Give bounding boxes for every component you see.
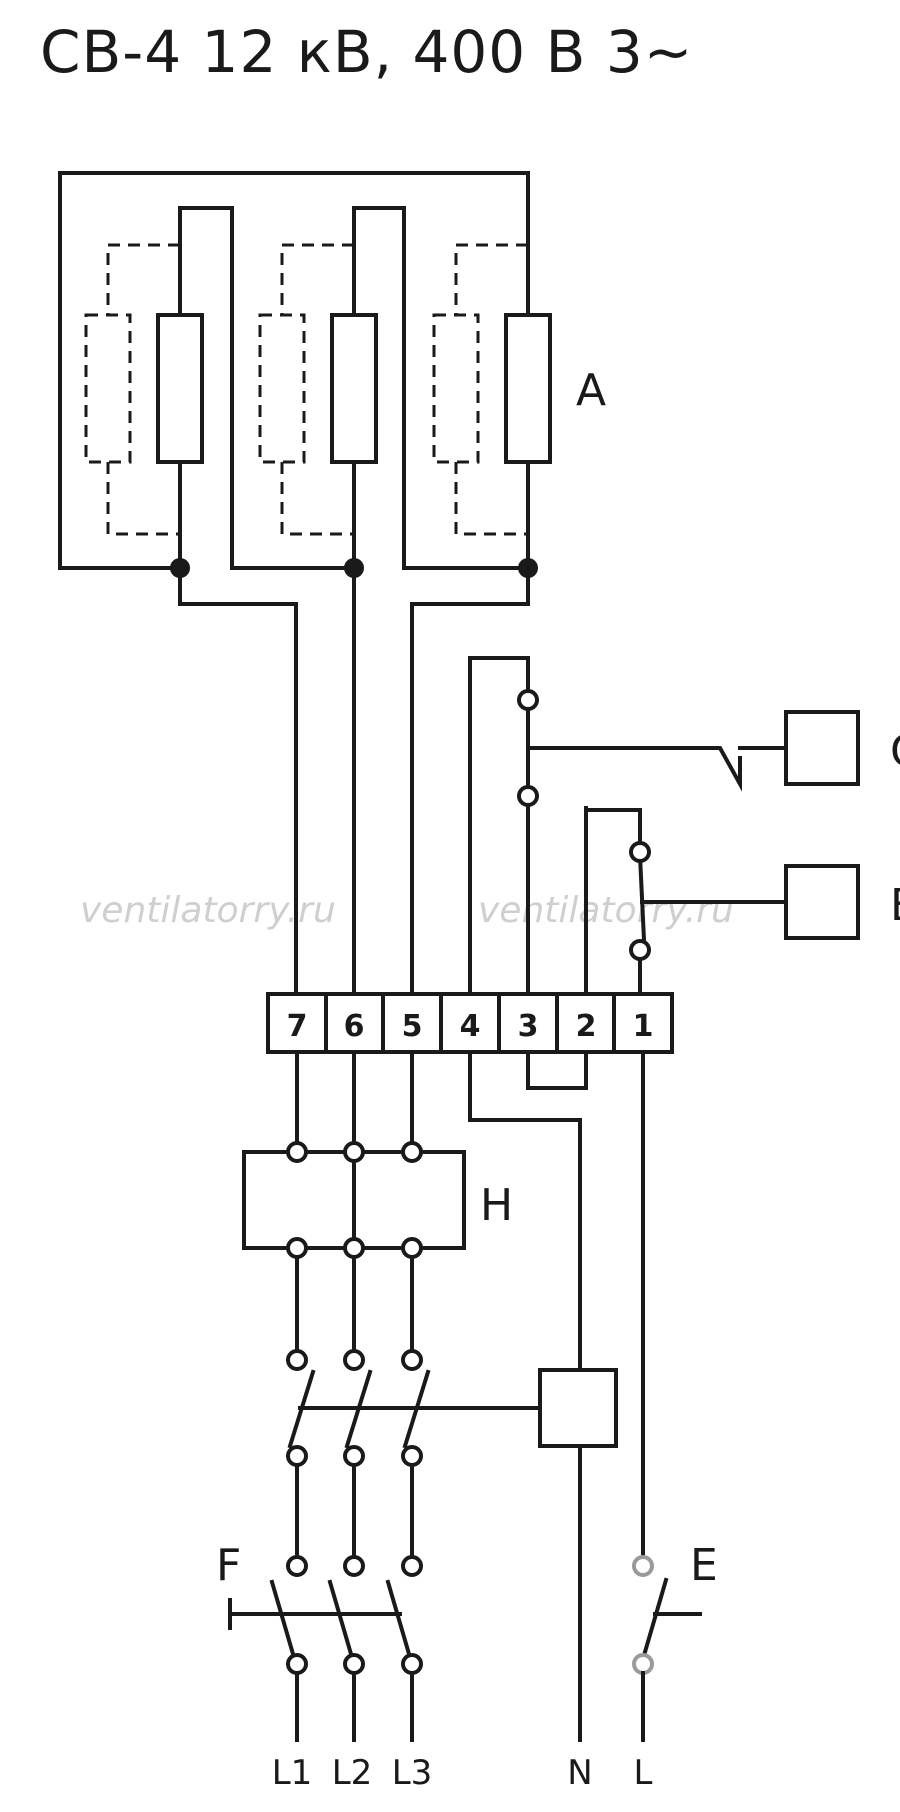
neutral-wire [468,1050,582,1372]
supply-label-l1: L1 [272,1753,313,1793]
diagram-title: СВ-4 12 кВ, 400 В 3~ [40,18,694,86]
thermal-contact-c [468,656,860,1018]
supply-label-n: N [567,1753,592,1793]
heater-label: A [576,365,606,416]
supply-label-l3: L3 [392,1753,433,1793]
supply-label-l2: L2 [332,1753,373,1793]
terminal-6: 6 [344,1009,365,1044]
terminal-5: 5 [402,1009,423,1044]
bridge-3-2 [526,1050,588,1090]
supply-wires [295,1444,582,1742]
circuit-breaker-f [228,1555,423,1675]
contact-b-label: B [890,880,900,931]
heater-block [58,171,552,578]
contact-c-label: C [890,726,900,777]
watermark-left: ventilatorry.ru [80,890,336,931]
switch-label: E [690,1540,718,1591]
watermark-right: ventilatorry.ru [478,890,734,931]
breaker-label: F [216,1540,241,1591]
terminal-4: 4 [460,1009,481,1044]
thermal-contact-b [584,806,860,1018]
wires-to-switches [295,1255,414,1352]
terminal-3: 3 [518,1009,539,1044]
contact-b-box [784,864,860,940]
contactor-h [242,1141,466,1259]
heater-element-2 [258,243,378,536]
terminal-1: 1 [633,1009,654,1044]
contactor-coil [538,1368,618,1448]
wires-to-breaker [295,1463,414,1558]
heater-element-3 [432,243,552,536]
terminal-7: 7 [287,1009,308,1044]
supply-label-l: L [634,1753,653,1793]
contactor-switches [286,1349,618,1467]
terminal-block: 7 6 5 4 3 2 1 [266,992,674,1054]
contact-c-box [784,710,860,786]
heater-element-1 [84,243,204,536]
heater-feed-wires [178,566,530,1018]
switch-e [632,1050,702,1742]
phase-wires [295,1050,414,1144]
terminal-2: 2 [576,1009,597,1044]
contactor-label: H [480,1180,513,1231]
